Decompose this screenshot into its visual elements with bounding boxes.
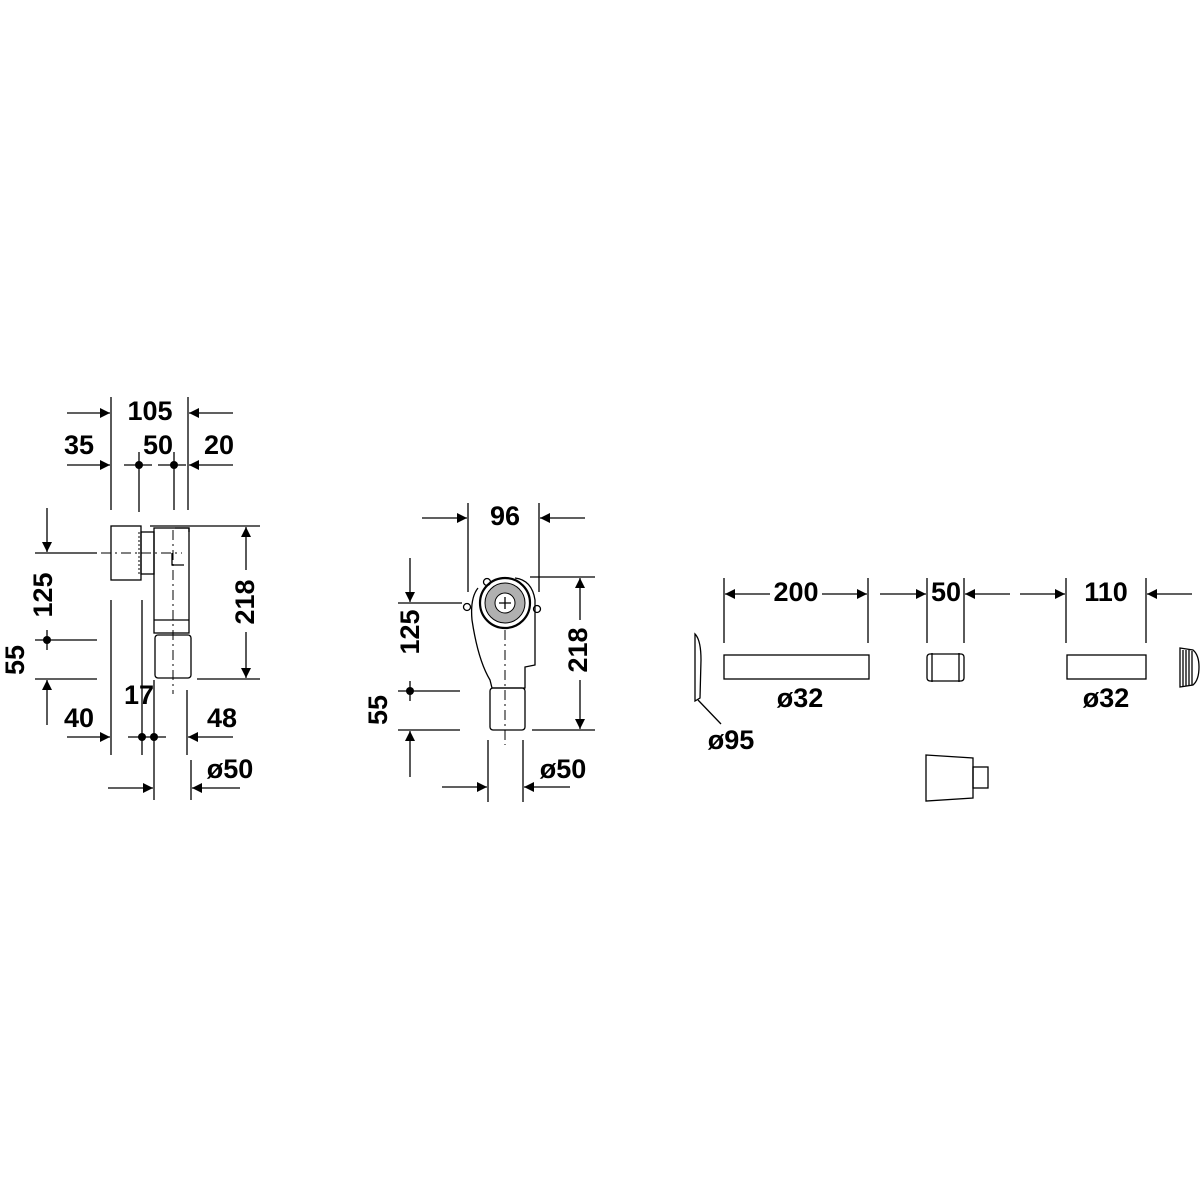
dim-outlet-diameter: ø50 [540,754,587,784]
dim-center-spacing: 50 [143,430,173,460]
dim-width: 96 [490,501,520,531]
dim-pipe-long-length: 200 [773,577,818,607]
dim-overall-height: 218 [563,627,593,672]
dim-width-total: 105 [127,396,172,426]
dim-overall-height: 218 [230,579,260,624]
trap-front-body [462,576,542,745]
dimension-arrows [42,408,251,793]
dim-bottom-left: 40 [64,703,94,733]
extension-lines [35,397,260,800]
parts-view: 200 200 ø32 50 110 ø32 ø95 [694,577,1200,802]
rosette [694,632,722,725]
dim-offset-right: 20 [204,430,234,460]
dim-offset-left: 35 [64,430,94,460]
dim-inlet-height: 125 [395,609,425,654]
side-view-labels: 105 35 50 20 125 55 218 17 40 48 ø50 [0,396,260,784]
extension-lines [398,503,595,802]
pipe-long [723,654,870,680]
center-dots [43,461,178,741]
dimension-arrows [405,513,585,792]
dim-outlet-height: 55 [363,695,393,725]
label-rosette-diameter: ø95 [708,725,755,755]
wall-connector [925,754,989,802]
dim-outlet-diameter: ø50 [207,754,254,784]
front-view: 96 125 55 218 ø50 [363,501,595,802]
coupling [926,653,965,682]
pipe-short [1066,654,1147,680]
dim-pipe-short-length: 110 [1084,577,1128,607]
label-pipe-short-diameter: ø32 [1083,683,1130,713]
extension-lines [723,578,1147,643]
dim-bottom-spacing: 17 [124,680,154,710]
trap-side-body [101,525,192,694]
label-pipe-long-diameter: ø32 [777,683,824,713]
side-view: 105 35 50 20 125 55 218 17 40 48 ø50 [0,396,260,800]
dim-inlet-height: 125 [28,572,58,617]
dim-coupling-length: 50 [931,577,961,607]
dim-bottom-right: 48 [207,703,237,733]
dim-outlet-height: 55 [0,645,30,675]
parts-labels: 200 200 ø32 50 110 ø32 ø95 [708,577,1130,755]
front-view-labels: 96 125 55 218 ø50 [363,501,593,784]
threaded-plug [1179,647,1200,688]
